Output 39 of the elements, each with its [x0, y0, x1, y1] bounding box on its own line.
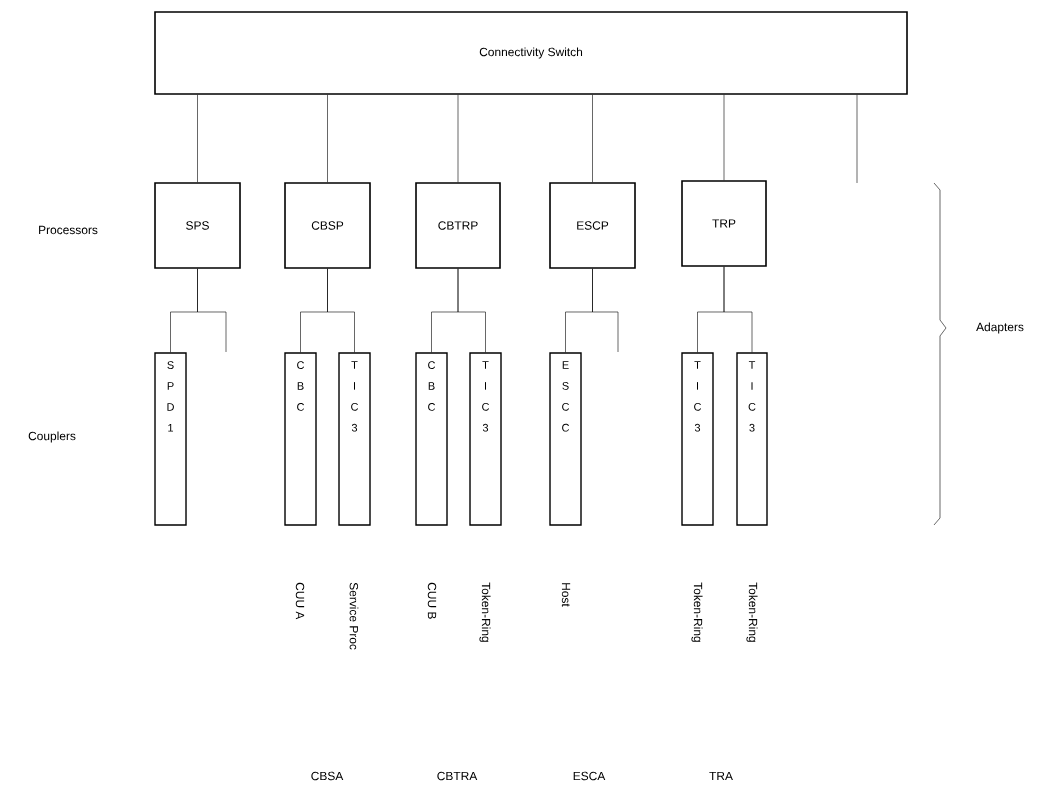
connector-line	[592, 94, 593, 183]
connector-line	[723, 266, 753, 353]
coupler-box: T I C 3	[469, 352, 502, 526]
rotated-label: Token-Ring	[479, 582, 491, 642]
connector-line	[327, 268, 355, 353]
row-label: TRA	[709, 771, 733, 781]
connector-line	[723, 94, 725, 181]
coupler-box: T I C 3	[338, 352, 371, 526]
rotated-label: Service Proc	[349, 582, 359, 650]
connector-line	[197, 94, 198, 183]
switch-box: Connectivity Switch	[154, 11, 908, 95]
row-label: ESCA	[573, 771, 606, 781]
connector-line	[197, 268, 227, 353]
rotated-label: CUU B	[427, 582, 437, 619]
connector-line	[856, 94, 858, 184]
processor-box: CBTRP	[415, 182, 501, 269]
processor-box: TRP	[681, 180, 767, 267]
coupler-box: T I C 3	[681, 352, 714, 526]
processor-box: ESCP	[549, 182, 636, 269]
rotated-label: Host	[561, 583, 571, 607]
row-label: Processors	[39, 225, 98, 235]
connector-line	[457, 268, 486, 353]
row-label: Adapters	[976, 322, 1024, 334]
processor-box: SPS	[154, 182, 241, 269]
coupler-box: C B C	[415, 352, 448, 526]
row-label: CBSA	[311, 771, 344, 781]
connector-line	[457, 94, 459, 183]
row-label: CBTRA	[437, 771, 478, 781]
processor-box: CBSP	[284, 182, 371, 269]
rotated-label: CUU A	[295, 582, 305, 620]
coupler-box: C B C	[284, 352, 317, 526]
coupler-box: S P D 1	[154, 352, 187, 526]
coupler-box: E S C C	[549, 352, 582, 526]
connector-line	[592, 268, 619, 353]
rotated-label: Token-Ring	[691, 582, 703, 642]
row-label: Couplers	[28, 431, 76, 443]
coupler-box: T I C 3	[736, 352, 768, 526]
rotated-label: Token-Ring	[746, 582, 758, 642]
connector-line	[327, 94, 328, 183]
